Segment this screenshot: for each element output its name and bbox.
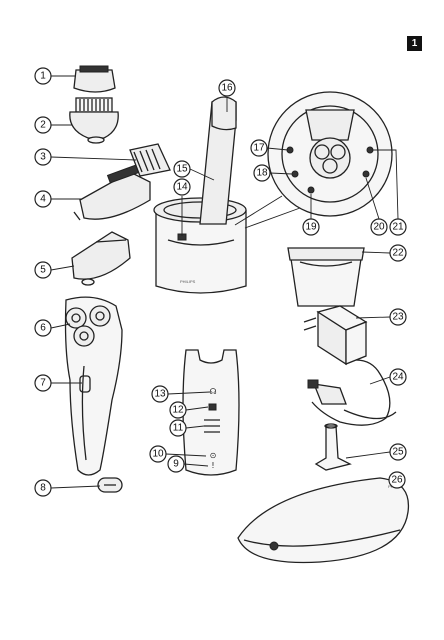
svg-text:4: 4 — [40, 194, 46, 205]
shaver-display-panel: ☊ ⊙ ! — [182, 349, 240, 476]
svg-text:2: 2 — [40, 120, 46, 131]
cleansing-brush — [69, 97, 119, 144]
power-adapter — [303, 305, 397, 426]
cleaning-cartridge — [287, 247, 365, 307]
callout-12: 12 — [169, 401, 187, 419]
svg-text:!: ! — [211, 461, 214, 470]
svg-text:11: 11 — [173, 423, 184, 434]
svg-text:⊙: ⊙ — [210, 451, 217, 460]
callout-26: 26 — [388, 471, 406, 489]
svg-text:9: 9 — [173, 459, 179, 470]
brush-cap — [73, 65, 116, 93]
svg-text:10: 10 — [152, 449, 164, 460]
callout-16: 16 — [218, 79, 236, 97]
svg-text:22: 22 — [392, 248, 404, 259]
station-brand: PHILIPS — [180, 279, 196, 284]
callout-1: 1 — [34, 67, 52, 85]
svg-text:23: 23 — [392, 312, 404, 323]
svg-text:15: 15 — [176, 164, 188, 175]
callout-25: 25 — [389, 443, 407, 461]
svg-text:19: 19 — [305, 222, 317, 233]
callout-15: 15 — [173, 160, 191, 178]
svg-text:26: 26 — [391, 475, 403, 486]
svg-text:1: 1 — [40, 71, 46, 82]
svg-text:14: 14 — [176, 182, 188, 193]
svg-text:☊: ☊ — [209, 387, 216, 396]
travel-pouch: PHILIPS — [237, 477, 410, 564]
callout-14: 14 — [173, 178, 191, 196]
callout-2: 2 — [34, 116, 52, 134]
callout-5: 5 — [34, 261, 52, 279]
svg-text:21: 21 — [392, 222, 404, 233]
svg-text:5: 5 — [40, 265, 46, 276]
callout-11: 11 — [169, 419, 187, 437]
svg-text:18: 18 — [256, 168, 268, 179]
station-detail-circle — [234, 91, 393, 229]
shaver — [64, 296, 123, 493]
callout-19: 19 — [302, 218, 320, 236]
page-number: 1 — [407, 36, 422, 51]
svg-text:6: 6 — [40, 323, 46, 334]
svg-text:20: 20 — [373, 222, 385, 233]
svg-text:3: 3 — [40, 152, 46, 163]
callout-8: 8 — [34, 479, 52, 497]
cleaning-station: PHILIPS — [153, 96, 247, 294]
callout-3: 3 — [34, 148, 52, 166]
svg-text:7: 7 — [40, 378, 46, 389]
callout-9: 9 — [167, 455, 185, 473]
callout-6: 6 — [34, 319, 52, 337]
callout-7: 7 — [34, 374, 52, 392]
callout-21: 21 — [389, 218, 407, 236]
svg-text:12: 12 — [172, 405, 184, 416]
callout-23: 23 — [389, 308, 407, 326]
callout-18: 18 — [253, 164, 271, 182]
callout-10: 10 — [149, 445, 167, 463]
svg-text:17: 17 — [253, 143, 265, 154]
callout-17: 17 — [250, 139, 268, 157]
callout-13: 13 — [151, 385, 169, 403]
callout-4: 4 — [34, 190, 52, 208]
svg-text:16: 16 — [221, 83, 233, 94]
svg-text:25: 25 — [392, 447, 404, 458]
svg-text:24: 24 — [392, 372, 404, 383]
callout-20: 20 — [370, 218, 388, 236]
callout-22: 22 — [389, 244, 407, 262]
callout-24: 24 — [389, 368, 407, 386]
leader-lines — [50, 75, 399, 489]
click-on-attachment — [71, 231, 131, 286]
svg-text:13: 13 — [154, 389, 166, 400]
shaver-holder — [314, 423, 352, 471]
beard-styler — [73, 164, 151, 221]
svg-text:8: 8 — [40, 483, 46, 494]
